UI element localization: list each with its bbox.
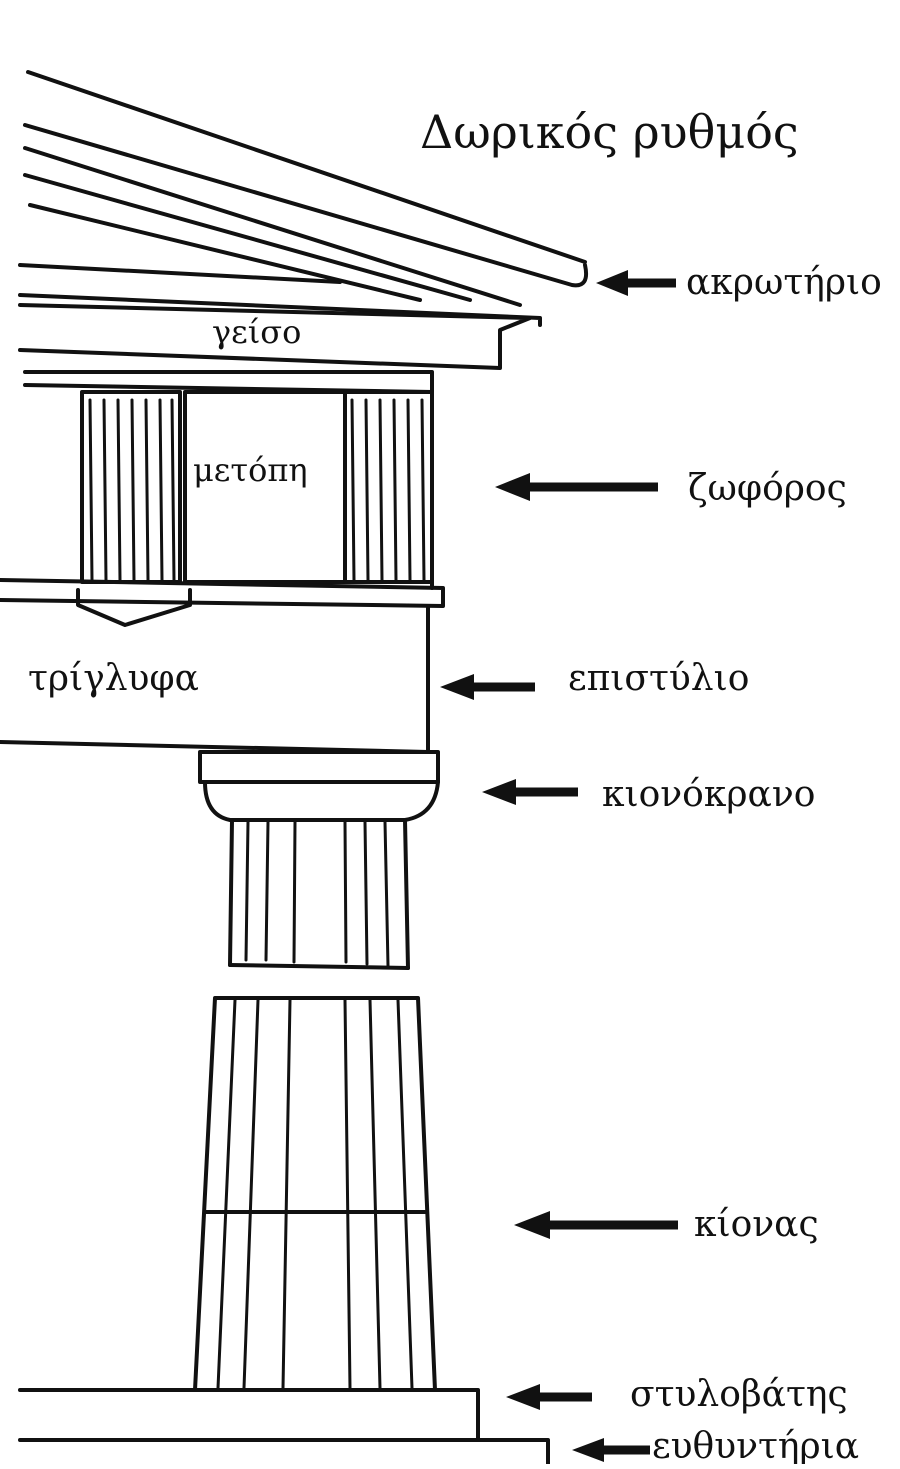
capital [198, 750, 440, 970]
triglyph-left-grooves [88, 398, 176, 582]
arrow-akroterio [596, 270, 676, 296]
arrow-epistylio [440, 674, 535, 700]
pediment [18, 70, 589, 327]
horizontal-cornice-top [18, 293, 542, 327]
raking-cornice-top [26, 70, 587, 264]
euthynteria-step [18, 1438, 550, 1466]
diagram-title: Δωρικός ρυθμός [420, 105, 799, 159]
arrow-kionas [514, 1211, 678, 1239]
arrow-stylovatis [506, 1384, 592, 1410]
geison-block [18, 303, 532, 370]
label-kionas: κίονας [694, 1204, 819, 1245]
label-geiso: γείσο [212, 313, 301, 351]
capital-echinus [203, 780, 440, 822]
column-shaft [193, 996, 437, 1392]
label-stylovatis: στυλοβάτης [630, 1374, 848, 1415]
base-steps [18, 1388, 550, 1466]
label-akroterio: ακρωτήριο [686, 262, 882, 303]
regula-guttae [76, 588, 192, 627]
label-zoforos: ζωφόρος [688, 468, 847, 509]
frieze: μετόπη [23, 370, 434, 590]
capital-neck-sides [228, 818, 410, 970]
triglyph-right [343, 390, 434, 584]
capital-neck-flutes [244, 820, 390, 968]
label-triglyfa: τρίγλυφα [28, 658, 199, 699]
shaft-flutes [216, 998, 414, 1390]
shaft-outline [193, 996, 437, 1392]
arrow-kionokrano [482, 779, 578, 805]
raking-cornice-band [23, 146, 522, 307]
tympanum-line [18, 263, 342, 284]
taenia-band [0, 578, 445, 608]
raking-cornice-lower [23, 123, 589, 288]
label-kionokrano: κιονόκρανο [602, 774, 815, 815]
taenia [0, 578, 445, 627]
capital-neck-bottom [228, 963, 410, 970]
raking-cornice-inner [23, 173, 472, 302]
stylobate-step [18, 1388, 480, 1442]
label-epistylio: επιστύλιο [568, 658, 749, 699]
capital-abacus [198, 750, 440, 784]
label-metopi: μετόπη [193, 451, 308, 489]
label-efthyntiria: ευθυντήρια [652, 1426, 859, 1464]
architrave: τρίγλυφα [0, 604, 430, 754]
raking-cornice-edge [28, 203, 422, 302]
triglyph-right-grooves [350, 398, 426, 582]
geison: γείσο [18, 303, 532, 370]
arrow-efthyntiria [572, 1438, 650, 1462]
arrow-zoforos [495, 473, 658, 501]
